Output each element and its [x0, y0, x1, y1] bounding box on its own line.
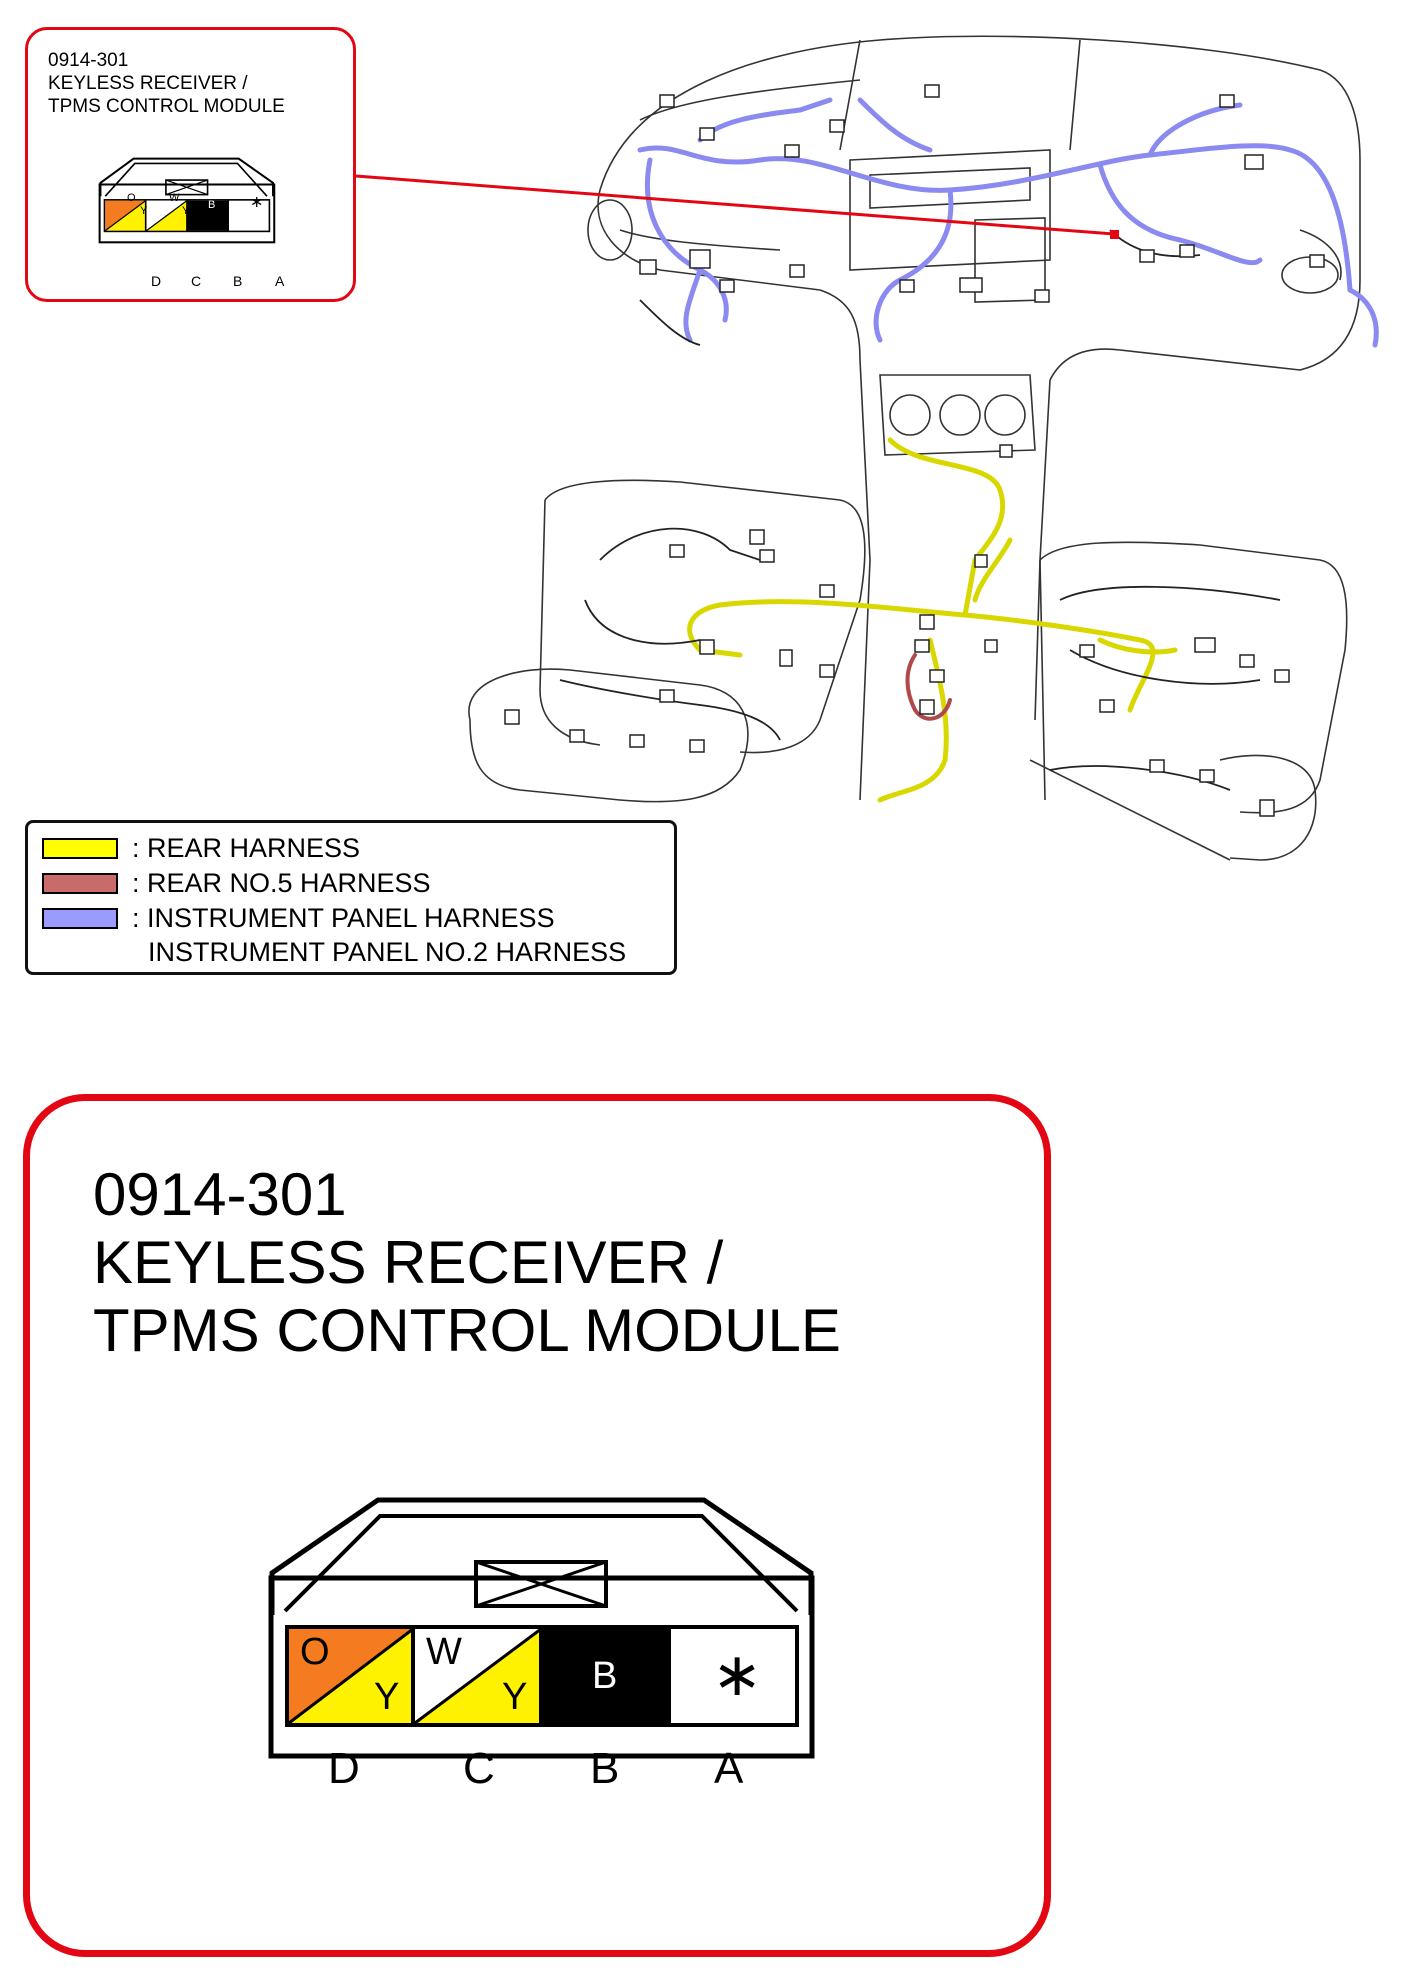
small-callout: 0914-301 KEYLESS RECEIVER / TPMS CONTROL… [25, 27, 356, 302]
seat-outlines [468, 479, 1348, 861]
vehicle-interior-diagram [355, 35, 1379, 861]
small-pin-b-wire: B [208, 199, 216, 211]
small-callout-name-line1: KEYLESS RECEIVER / [48, 73, 248, 94]
connector-blocks [504, 84, 1325, 817]
small-callout-part-number: 0914-301 [48, 50, 129, 71]
receiver-location-marker [1110, 230, 1119, 239]
small-pin-label-c: C [191, 273, 202, 289]
pin-c-wire-bottom: Y [502, 1676, 528, 1718]
pin-d-wire-top: O [300, 1631, 330, 1673]
small-pin-c-top: W [169, 192, 180, 204]
pin-label-d: D [328, 1744, 360, 1793]
pin-c-wire-top: W [426, 1631, 462, 1673]
pin-label-c: C [463, 1744, 495, 1793]
small-callout-name-line2: TPMS CONTROL MODULE [48, 96, 285, 117]
legend-extra-line: INSTRUMENT PANEL NO.2 HARNESS [148, 937, 627, 967]
pin-b-black [541, 1629, 669, 1723]
legend-swatch-yellow [42, 838, 118, 859]
harness-legend: : REAR HARNESS : REAR NO.5 HARNESS : INS… [25, 820, 677, 975]
legend-label: : REAR NO.5 HARNESS [132, 868, 431, 898]
legend-label: : REAR HARNESS [132, 833, 361, 863]
pin-a-wire: ∗ [712, 1641, 763, 1708]
misc-wiring [559, 229, 1281, 791]
large-callout-name-line1: KEYLESS RECEIVER / [93, 1229, 724, 1296]
rear-no5-harness [905, 653, 952, 721]
small-connector-diagram [98, 157, 276, 244]
rear-harness [687, 437, 1178, 803]
large-callout-part-number: 0914-301 [93, 1161, 347, 1228]
pin-label-a: A [714, 1744, 744, 1793]
pin-label-b: B [590, 1744, 620, 1793]
callout-leader-line [355, 174, 1115, 236]
small-pin-d-bottom: Y [140, 205, 148, 217]
legend-label: : INSTRUMENT PANEL HARNESS [132, 903, 555, 933]
small-pin-c-bottom: Y [182, 205, 190, 217]
pin-d-wire-bottom: Y [374, 1676, 400, 1718]
legend-swatch-blue [42, 908, 118, 929]
small-pin-label-b: B [233, 273, 243, 289]
pin-cavities [288, 1627, 671, 1725]
small-pin-d-top: O [127, 192, 136, 204]
large-callout: 0914-301 KEYLESS RECEIVER / TPMS CONTROL… [23, 1094, 1051, 1957]
small-pin-label-a: A [275, 273, 285, 289]
dashboard-outline [587, 35, 1361, 801]
pin-b-wire: B [592, 1655, 618, 1697]
small-pin-a-wire: ∗ [250, 194, 264, 211]
large-callout-name-line2: TPMS CONTROL MODULE [93, 1297, 841, 1364]
small-pin-label-d: D [151, 273, 162, 289]
legend-swatch-red [42, 873, 118, 894]
